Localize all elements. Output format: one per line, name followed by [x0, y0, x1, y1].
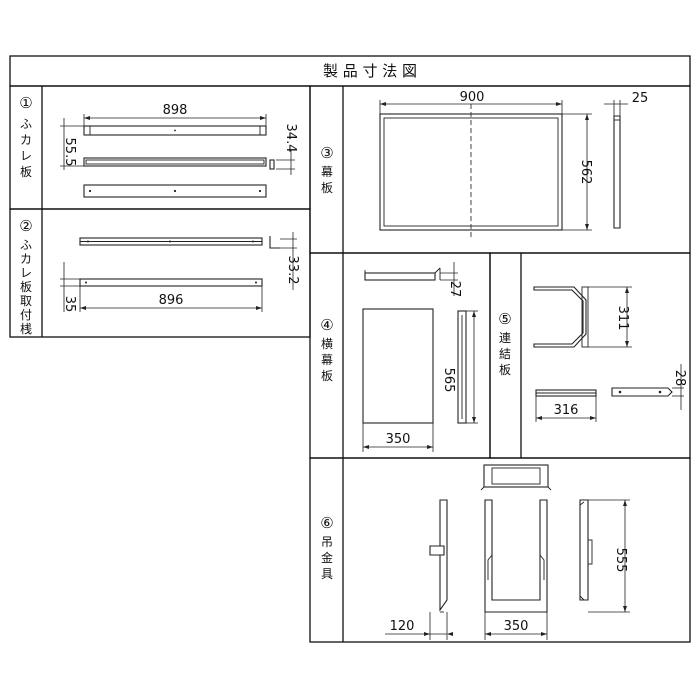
section-3-name-char: 板 — [321, 181, 333, 195]
s5-width-dim: 316 — [554, 403, 579, 418]
s1-height-dim: 34.4 — [283, 124, 298, 153]
s3-thickness-dim: 25 — [632, 91, 649, 106]
section-2-frame — [9, 208, 311, 338]
hanger-top-view — [483, 464, 549, 488]
section-1-number: ① — [19, 94, 32, 112]
s3-width-dim: 900 — [460, 90, 485, 105]
section-2-name-char: 取 — [20, 294, 32, 308]
section-1-name-char: カ — [20, 133, 32, 147]
section-5-frame — [489, 252, 691, 459]
s3-height-dim: 562 — [578, 160, 593, 185]
drip-plate-end-view — [269, 159, 275, 170]
section-3-drawing: 900 562 25 — [379, 90, 649, 240]
side-curtain-top-view — [364, 272, 436, 281]
s1-depth-dim: 55.5 — [62, 138, 77, 167]
section-4-number: ④ — [320, 316, 333, 334]
section-6-number: ⑥ — [320, 514, 333, 532]
rail-side-view — [79, 278, 263, 287]
section-2-name-char: 板 — [20, 280, 32, 294]
s2-depth-dim: 35 — [62, 296, 77, 313]
section-5-name-char: 結 — [499, 347, 511, 361]
section-2-drawing: 33.2 35 896 — [60, 232, 300, 312]
section-6-drawing: 555 350 120 — [385, 464, 630, 640]
side-curtain-front-view — [362, 308, 434, 424]
drawing-title: 製 品 寸 法 図 — [323, 62, 417, 80]
section-2-name-char: ふ — [20, 238, 32, 252]
section-3-number: ③ — [320, 144, 333, 162]
s6-height-dim: 555 — [613, 548, 628, 573]
section-5-number: ⑤ — [498, 310, 511, 328]
rail-end-view — [269, 236, 280, 249]
s4-top-dim: 27 — [447, 281, 462, 298]
s5-height-dim: 311 — [615, 306, 630, 331]
section-1-name-char: ふ — [20, 117, 32, 131]
s1-width-dim: 898 — [163, 103, 188, 118]
section-4-name-char: 横 — [321, 337, 333, 351]
section-5-name-char: 連 — [499, 331, 511, 345]
hanger-right-side-view — [579, 499, 589, 601]
s4-height-dim: 565 — [441, 368, 456, 393]
section-2-number: ② — [19, 217, 32, 235]
curtain-plate-side-view — [613, 115, 621, 229]
s2-height-dim: 33.2 — [285, 256, 300, 285]
section-1-drawing: 898 55.5 34.4 — [60, 103, 298, 198]
section-4-name-char: 板 — [321, 369, 333, 383]
section-3-name-char: 幕 — [321, 165, 333, 179]
section-4-name-char: 幕 — [321, 353, 333, 367]
connecting-plate-front-view — [533, 286, 587, 348]
section-2-name-char: 桟 — [20, 322, 32, 336]
section-6-name-char: 吊 — [321, 535, 333, 549]
connecting-plate-side-view — [611, 387, 673, 397]
section-2-name-char: カ — [20, 252, 32, 266]
drip-plate-side-view — [83, 157, 267, 167]
s4-width-dim: 350 — [386, 432, 411, 447]
hanger-front-view — [484, 499, 548, 613]
section-6-name-char: 具 — [321, 567, 333, 581]
section-5-name-char: 板 — [499, 363, 511, 377]
section-5-drawing: 311 316 28 — [533, 286, 687, 422]
section-1-name-char: レ — [20, 149, 32, 163]
s5-small-dim: 28 — [672, 370, 687, 387]
section-2-name-char: 付 — [20, 308, 32, 322]
s2-width-dim: 896 — [159, 293, 184, 308]
s6-offset-dim: 120 — [390, 619, 415, 634]
section-1-name-char: 板 — [20, 165, 32, 179]
section-2-name-char: レ — [20, 266, 32, 280]
section-4-drawing: 27 565 350 — [362, 262, 478, 452]
section-6-frame — [309, 457, 691, 643]
section-6-name-char: 金 — [321, 550, 333, 565]
s6-width-dim: 350 — [504, 619, 529, 634]
